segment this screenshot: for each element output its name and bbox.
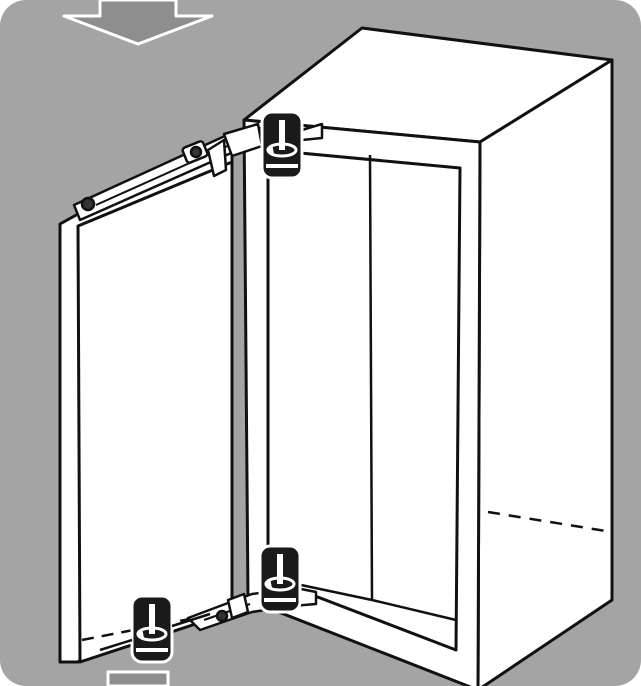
rotate-adjust-icon-bottom-right bbox=[258, 544, 302, 614]
arrow-down-icon-bottom bbox=[106, 670, 170, 686]
cabinet bbox=[242, 26, 614, 686]
screwdriver-icon bbox=[99, 612, 211, 652]
cabinet-side bbox=[476, 58, 614, 686]
cabinet-opening bbox=[266, 148, 462, 652]
rotate-adjust-icon bbox=[260, 110, 304, 180]
rotate-adjust-icon-bottom-left bbox=[130, 594, 174, 664]
top-hinge-rail bbox=[72, 122, 324, 222]
arrow-down-icon bbox=[62, 0, 214, 46]
door-front bbox=[76, 160, 234, 664]
door bbox=[58, 148, 234, 664]
